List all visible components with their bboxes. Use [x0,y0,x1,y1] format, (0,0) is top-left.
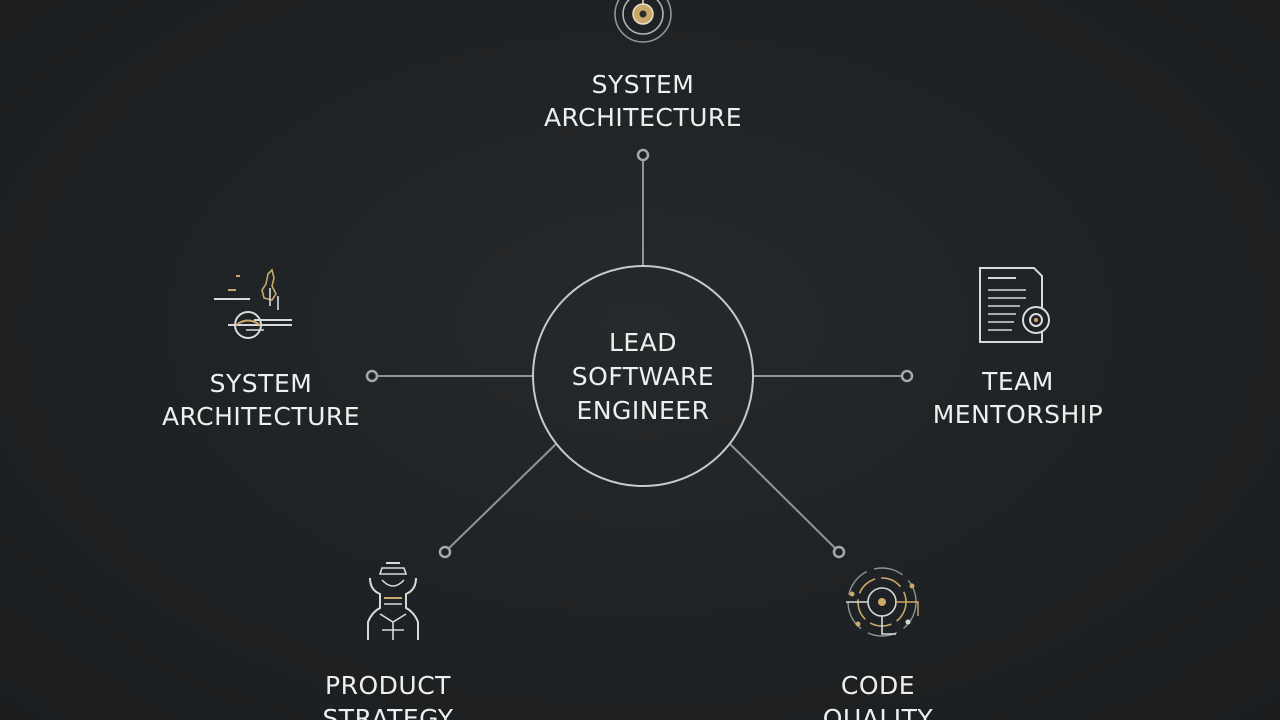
connector-dot-top [636,148,650,162]
node-top-line-1: SYSTEM [591,70,695,99]
node-right-line-1: TEAM [982,367,1054,396]
node-left-label: SYSTEM ARCHITECTURE [121,367,401,433]
node-bottom-right-label: CODE QUALITY [738,669,1018,720]
connector-dot-bottom-left [438,545,452,559]
target-icon [614,0,672,43]
center-hub-label: LEAD SOFTWARE ENGINEER [533,326,753,428]
connector-dot-left [365,369,379,383]
center-line-2: SOFTWARE [571,362,715,391]
connector-bottom-right [729,443,840,553]
center-line-1: LEAD [608,328,678,357]
node-top-line-2: ARCHITECTURE [543,103,743,132]
node-bottom-left-line-1: PRODUCT [325,671,451,700]
node-bottom-right-line-2: QUALITY [822,704,934,720]
connector-bottom-left [444,443,557,553]
node-right-line-2: MENTORSHIP [932,400,1104,429]
node-top-label: SYSTEM ARCHITECTURE [503,68,783,134]
connector-dot-bottom-right [832,545,846,559]
node-left-line-1: SYSTEM [209,369,313,398]
robot-figure-icon [367,562,419,640]
center-line-3: ENGINEER [576,396,710,425]
node-bottom-left-label: PRODUCT STRATEGY [248,669,528,720]
node-left-line-2: ARCHITECTURE [161,402,361,431]
center-hub-circle [532,265,754,487]
circuit-orbit-icon [846,567,919,637]
node-bottom-right-line-1: CODE [840,671,916,700]
document-gear-icon [979,267,1050,343]
blueprint-tools-icon [214,268,292,339]
node-right-label: TEAM MENTORSHIP [878,365,1158,431]
connector-dot-right [900,369,914,383]
node-bottom-left-line-2: STRATEGY [322,704,454,720]
